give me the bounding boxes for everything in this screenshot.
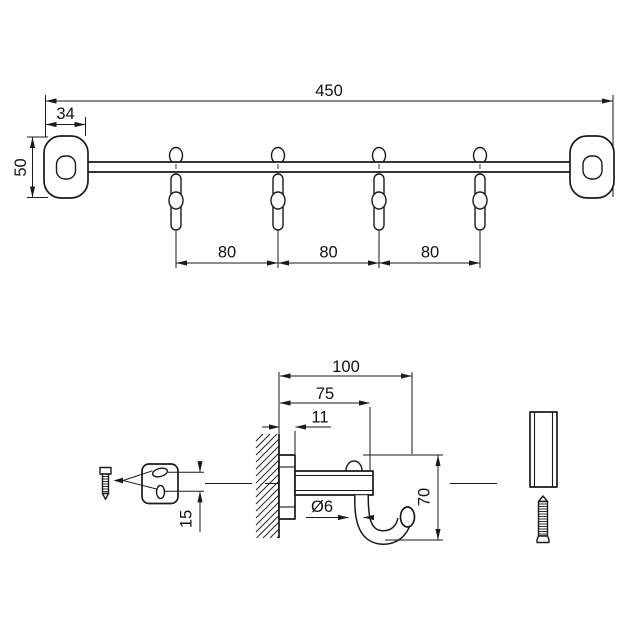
dim-label-80-a: 80 (218, 244, 236, 262)
side-view: 15 (99, 358, 558, 546)
front-view: 450 34 50 (12, 82, 615, 268)
keyhole-plate (113, 463, 179, 505)
dim-label-100: 100 (332, 358, 360, 376)
dim-label-80-c: 80 (421, 244, 439, 262)
dim-label-15: 15 (178, 510, 196, 528)
dim-label-450: 450 (315, 82, 343, 100)
keyhole-slot-top (151, 467, 169, 478)
hook-pins (168, 164, 488, 236)
screw-threads (102, 476, 109, 492)
dimension-keyhole-spacing: 15 (165, 461, 204, 532)
wall-hatching (255, 433, 280, 539)
hook-ball-end (399, 506, 416, 528)
extension-lines (27, 95, 614, 268)
slot-leader-lines (113, 470, 157, 490)
dim-label-80-b: 80 (319, 244, 337, 262)
dim-label-75: 75 (316, 385, 334, 403)
hook-profile (354, 495, 416, 546)
dim-label-70: 70 (416, 488, 434, 506)
dim-label-11: 11 (311, 409, 328, 427)
hook-pin (270, 164, 286, 236)
hook-pin (168, 164, 184, 236)
dimension-hook-diameter: Ø6 (306, 498, 375, 521)
dim-label-50: 50 (12, 158, 30, 176)
dimension-plate-width: 34 (45, 105, 86, 128)
end-plate-left (43, 135, 89, 199)
wall-anchor (529, 411, 558, 488)
wall-flange (278, 454, 296, 520)
hook-knobs (168, 146, 488, 165)
hook-pin (472, 164, 488, 236)
wall-section (255, 433, 280, 539)
dimension-overall-height: 70 (363, 454, 443, 541)
dimension-depths: 100 75 11 (262, 358, 413, 470)
keyhole-slot-bottom (155, 484, 166, 500)
dimension-total-width: 450 (45, 82, 613, 104)
dimension-plate-height: 50 (12, 137, 36, 198)
end-plate-right (569, 135, 615, 199)
dimension-hook-spacing: 80 80 80 (176, 244, 480, 266)
mounting-arm (294, 470, 374, 496)
hook-pin (371, 164, 387, 236)
mounting-screw (99, 466, 112, 500)
rail-bar (73, 161, 586, 173)
dim-label-34: 34 (56, 105, 74, 123)
dim-label-d6: Ø6 (311, 498, 333, 516)
screw-threads (538, 503, 548, 535)
anchor-screw (536, 495, 550, 544)
